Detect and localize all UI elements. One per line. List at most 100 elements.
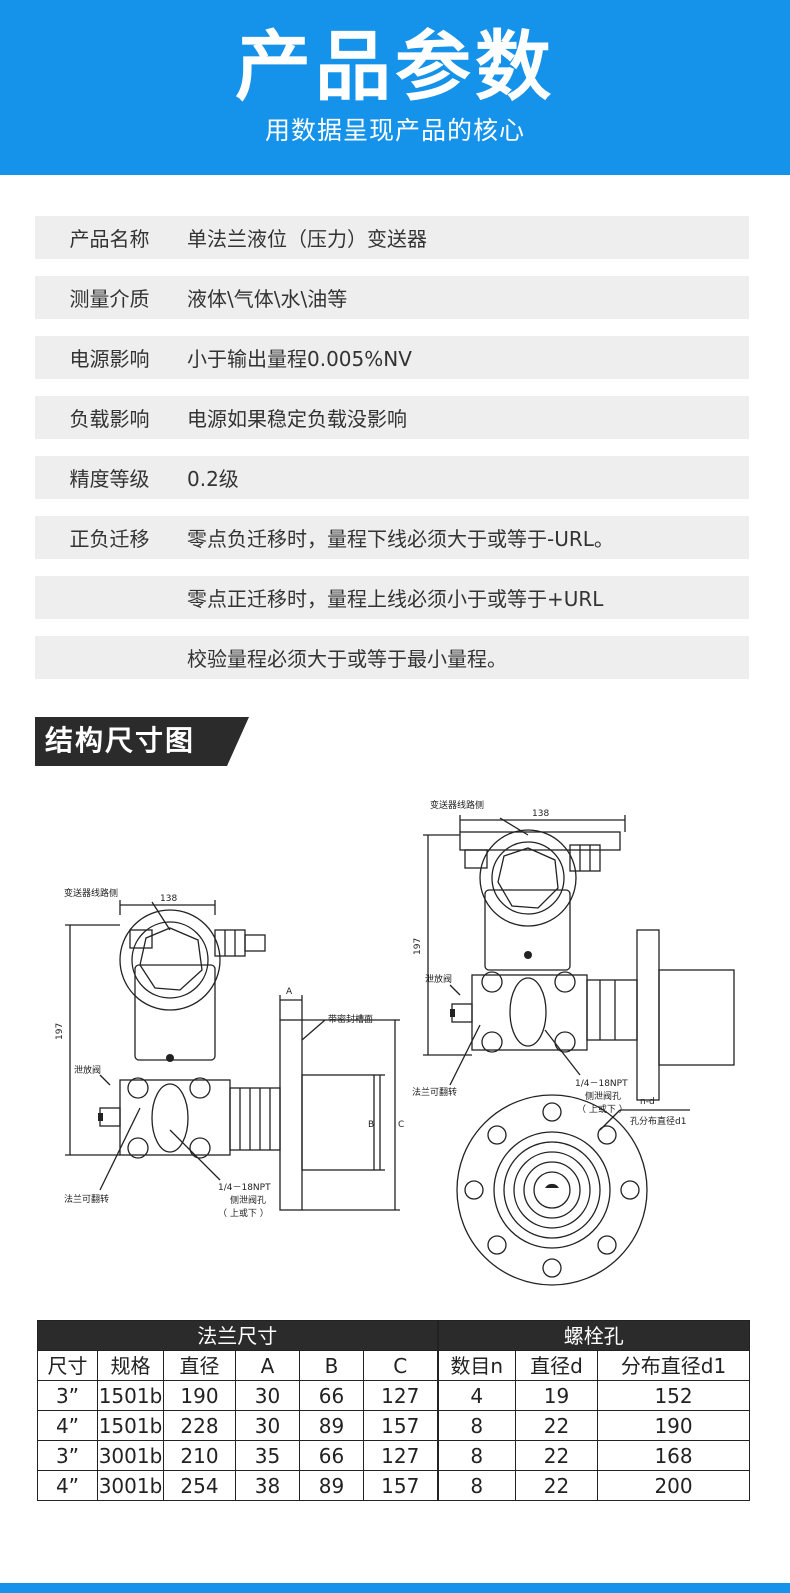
- label-up-down: （ 上或下 ）: [218, 1207, 269, 1219]
- label-dim-b: B: [368, 1120, 374, 1130]
- param-key: 电源影响: [69, 347, 150, 371]
- label-npt-right: 1/4－18NPT: [575, 1079, 628, 1089]
- table-cell: 157: [362, 1410, 439, 1441]
- footer-bar: [0, 1583, 790, 1593]
- table-cell: 3”: [37, 1380, 98, 1411]
- table-cell: 190: [597, 1410, 751, 1441]
- param-key: 精度等级: [69, 467, 150, 491]
- label-drain-valve-right: 泄放阀: [425, 973, 452, 985]
- page-subtitle: 用数据呈现产品的核心: [264, 116, 525, 145]
- col-header: C: [362, 1350, 439, 1381]
- table-cell: 200: [597, 1470, 751, 1501]
- label-drain-valve: 泄放阀: [74, 1064, 101, 1076]
- label-n-d: n-d: [640, 1097, 655, 1107]
- label-side-vent-right: 侧泄阀孔: [585, 1090, 621, 1102]
- header-banner: 产品参数 用数据呈现产品的核心: [0, 0, 790, 175]
- table-cell: 127: [362, 1380, 439, 1411]
- label-wiring-side-right: 变送器线路侧: [430, 799, 484, 811]
- param-key: 测量介质: [69, 287, 150, 311]
- table-cell: 3001b: [97, 1440, 164, 1471]
- label-flange-rotatable-right: 法兰可翻转: [412, 1086, 457, 1098]
- col-header: 分布直径d1: [597, 1350, 751, 1381]
- table-cell: 89: [299, 1410, 364, 1441]
- param-key: 负载影响: [69, 407, 150, 431]
- param-value: 校验量程必须大于或等于最小量程。: [187, 647, 507, 671]
- table-cell: 30: [235, 1410, 300, 1441]
- col-header: 数目n: [437, 1350, 517, 1381]
- section-title: 结构尺寸图: [45, 724, 196, 757]
- table-group-header: 法兰尺寸 螺栓孔: [36, 1320, 751, 1351]
- table-cell: 4”: [37, 1470, 98, 1501]
- table-cell: 30: [235, 1380, 300, 1411]
- col-header: 直径d: [515, 1350, 599, 1381]
- table-row: 3” 1501b 190 30 66 127 4 19 152: [37, 1380, 751, 1411]
- table-cell: 8: [437, 1440, 517, 1471]
- col-header: 规格: [97, 1350, 164, 1381]
- table-cell: 127: [362, 1440, 439, 1471]
- table-cell: 35: [235, 1440, 300, 1471]
- table-cell: 190: [163, 1380, 236, 1411]
- label-width-dim: 138: [160, 894, 177, 904]
- table-cell: 152: [597, 1380, 751, 1411]
- right-view: [423, 815, 735, 1286]
- label-seal-face: 带密封槽面: [328, 1013, 373, 1025]
- table-cell: 1501b: [97, 1380, 164, 1411]
- group-flange: 法兰尺寸: [36, 1320, 439, 1351]
- table-cell: 22: [515, 1470, 599, 1501]
- table-cell: 1501b: [97, 1410, 164, 1441]
- left-view: [65, 900, 400, 1211]
- param-value: 零点正迁移时，量程上线必须小于或等于+URL: [187, 587, 604, 611]
- table-column-header: 尺寸 规格 直径 A B C 数目n 直径d 分布直径d1: [37, 1350, 751, 1381]
- param-value: 液体\气体\水\油等: [187, 287, 348, 311]
- param-row: 精度等级 0.2级: [35, 456, 749, 499]
- label-flange-rotatable: 法兰可翻转: [64, 1193, 109, 1205]
- label-width-dim-right: 138: [532, 809, 549, 819]
- param-row: 电源影响小于输出量程0.005%NV: [35, 336, 749, 379]
- table-cell: 19: [515, 1380, 599, 1411]
- col-header: A: [235, 1350, 300, 1381]
- section-header: 结构尺寸图: [35, 717, 249, 766]
- param-key: 正负迁移: [69, 527, 150, 551]
- col-header: 直径: [163, 1350, 236, 1381]
- label-dim-c: C: [398, 1120, 404, 1130]
- table-cell: 228: [163, 1410, 236, 1441]
- label-npt: 1/4－18NPT: [218, 1183, 271, 1193]
- param-value: 单法兰液位（压力）变送器: [187, 227, 427, 251]
- table-cell: 168: [597, 1440, 751, 1471]
- table-cell: 22: [515, 1410, 599, 1441]
- spec-table: 法兰尺寸 螺栓孔 尺寸 规格 直径 A B C 数目n 直径d 分布直径d1 3…: [36, 1320, 751, 1501]
- param-row: 校验量程必须大于或等于最小量程。: [35, 636, 749, 679]
- param-key: 产品名称: [69, 227, 150, 251]
- label-up-down-right: （ 上或下 ）: [577, 1103, 628, 1115]
- param-value: 电源如果稳定负载没影响: [187, 407, 407, 431]
- param-row: 负载影响 电源如果稳定负载没影响: [35, 396, 749, 439]
- param-value: 零点负迁移时，量程下线必须大于或等于-URL。: [187, 527, 614, 551]
- table-cell: 22: [515, 1440, 599, 1471]
- table-row: 4” 3001b 254 38 89 157 8 22 200: [37, 1470, 751, 1501]
- param-row: 正负迁移 零点负迁移时，量程下线必须大于或等于-URL。: [35, 516, 749, 559]
- label-wiring-side: 变送器线路侧: [64, 887, 118, 899]
- param-value: 0.2级: [187, 467, 239, 491]
- param-row: 零点正迁移时，量程上线必须小于或等于+URL: [35, 576, 749, 619]
- page-title: 产品参数: [235, 22, 555, 111]
- col-header: 尺寸: [37, 1350, 98, 1381]
- table-cell: 157: [362, 1470, 439, 1501]
- param-list: 产品名称 单法兰液位（压力）变送器 测量介质 液体\气体\水\油等 电源影响小于输出…: [35, 216, 749, 696]
- table-cell: 66: [299, 1440, 364, 1471]
- table-cell: 66: [299, 1380, 364, 1411]
- table-cell: 38: [235, 1470, 300, 1501]
- table-row: 3” 3001b 210 35 66 127 8 22 168: [37, 1440, 751, 1471]
- table-cell: 4”: [37, 1410, 98, 1441]
- table-cell: 89: [299, 1470, 364, 1501]
- col-header: B: [299, 1350, 364, 1381]
- table-cell: 3”: [37, 1440, 98, 1471]
- group-bolt: 螺栓孔: [437, 1320, 751, 1351]
- label-pitch: 孔分布直径d1: [630, 1115, 686, 1127]
- section-header-bg: [35, 717, 249, 766]
- structure-drawing: 变送器线路侧 138 197 A B C 带密封槽面 泄放阀 法兰可翻转 1/4…: [55, 799, 735, 1286]
- param-row: 测量介质 液体\气体\水\油等: [35, 276, 749, 319]
- table-cell: 8: [437, 1410, 517, 1441]
- param-row: 产品名称 单法兰液位（压力）变送器: [35, 216, 749, 259]
- table-cell: 8: [437, 1470, 517, 1501]
- table-cell: 4: [437, 1380, 517, 1411]
